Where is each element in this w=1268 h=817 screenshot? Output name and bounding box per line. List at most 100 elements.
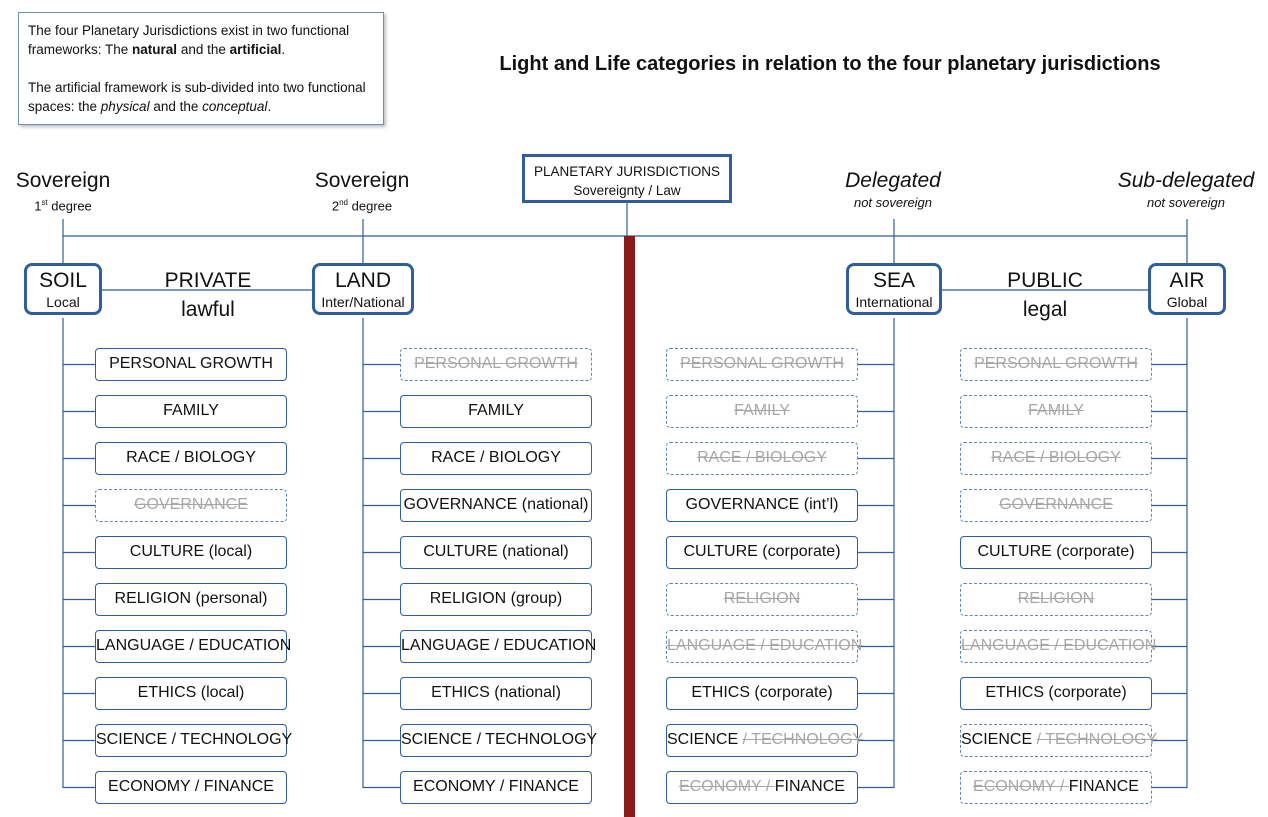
category-label: CULTURE (national) (423, 543, 569, 560)
header-subtitle: 2nd degree (331, 198, 393, 214)
jurisdiction-scope: Inter/National (321, 294, 405, 310)
category-item: LANGUAGE / EDUCATION (95, 630, 291, 663)
category-label: PERSONAL GROWTH (109, 355, 273, 372)
category-label: FAMILY (1028, 402, 1084, 419)
category-label: FINANCE (1068, 778, 1139, 795)
category-label: LANGUAGE / EDUCATION (401, 637, 597, 654)
jurisdiction-scope: Global (1166, 294, 1208, 310)
category-label: PERSONAL GROWTH (974, 355, 1138, 372)
category-label: LANGUAGE / EDUCATION (96, 637, 292, 654)
jurisdiction-name: SEA (872, 269, 916, 292)
category-item: RELIGION (personal) (95, 583, 287, 616)
header-title: Delegated (845, 169, 941, 192)
pair-public: PUBLIC legal (990, 266, 1100, 324)
category-item: GOVERNANCE (95, 489, 287, 522)
jurisdiction-name: AIR (1169, 269, 1205, 292)
header-soil: Sovereign 1st degree (0, 168, 133, 215)
category-label: FAMILY (734, 402, 790, 419)
jurisdiction-soil: SOIL Local (24, 263, 102, 315)
category-item: FAMILY (960, 395, 1152, 428)
category-item: ECONOMY / FINANCE (960, 771, 1152, 804)
category-label: RELIGION (1017, 590, 1095, 607)
pair-subtitle: legal (1022, 298, 1068, 321)
category-label: SCIENCE / TECHNOLOGY (401, 731, 598, 748)
category-label: / TECHNOLOGY (1036, 731, 1158, 748)
category-item: SCIENCE / TECHNOLOGY (960, 724, 1157, 757)
pair-title: PUBLIC (1007, 269, 1083, 292)
category-item: SCIENCE / TECHNOLOGY (400, 724, 597, 757)
jurisdiction-scope: International (855, 294, 933, 310)
category-label: CULTURE (local) (129, 543, 253, 560)
category-item: CULTURE (corporate) (666, 536, 858, 569)
category-item: FAMILY (400, 395, 592, 428)
category-item: RACE / BIOLOGY (666, 442, 858, 475)
category-label: LANGUAGE / EDUCATION (961, 637, 1157, 654)
category-item: LANGUAGE / EDUCATION (666, 630, 862, 663)
category-label: ECONOMY / (973, 778, 1069, 795)
header-title: Sovereign (314, 169, 410, 192)
category-label: FAMILY (163, 402, 219, 419)
category-item: PERSONAL GROWTH (960, 348, 1152, 381)
pair-private: PRIVATE lawful (153, 266, 263, 324)
category-item: CULTURE (national) (400, 536, 592, 569)
jurisdiction-name: LAND (334, 269, 392, 292)
pair-title: PRIVATE (164, 269, 252, 292)
category-item: LANGUAGE / EDUCATION (960, 630, 1156, 663)
header-subtitle: not sovereign (1146, 195, 1226, 210)
category-label: / TECHNOLOGY (742, 731, 864, 748)
root-node-subtitle: Sovereignty / Law (573, 183, 681, 198)
header-title: Sub-delegated (1117, 169, 1255, 192)
category-label: RACE / BIOLOGY (126, 449, 256, 466)
category-label: ETHICS (corporate) (691, 684, 833, 701)
category-label: RELIGION (723, 590, 801, 607)
category-label: ECONOMY / FINANCE (108, 778, 274, 795)
category-item: ETHICS (corporate) (960, 677, 1152, 710)
category-item: RACE / BIOLOGY (960, 442, 1152, 475)
category-label: GOVERNANCE (134, 496, 248, 513)
jurisdiction-land: LAND Inter/National (312, 263, 414, 315)
category-label: RACE / BIOLOGY (697, 449, 827, 466)
category-label: CULTURE (corporate) (977, 543, 1135, 560)
category-label: RELIGION (group) (429, 590, 563, 607)
category-item: ECONOMY / FINANCE (95, 771, 287, 804)
category-label: CULTURE (corporate) (683, 543, 841, 560)
category-item: CULTURE (local) (95, 536, 287, 569)
jurisdiction-scope: Local (46, 294, 80, 310)
category-label: FAMILY (468, 402, 524, 419)
category-label: GOVERNANCE (int’l) (685, 496, 839, 513)
category-item: RELIGION (group) (400, 583, 592, 616)
category-item: RACE / BIOLOGY (400, 442, 592, 475)
category-label: RELIGION (personal) (114, 590, 268, 607)
header-land: Sovereign 2nd degree (292, 168, 432, 215)
root-node: PLANETARY JURISDICTIONS Sovereignty / La… (522, 154, 732, 203)
category-item: SCIENCE / TECHNOLOGY (95, 724, 292, 757)
pair-subtitle: lawful (181, 298, 235, 321)
category-label: PERSONAL GROWTH (680, 355, 844, 372)
category-item: FAMILY (666, 395, 858, 428)
category-label: LANGUAGE / EDUCATION (667, 637, 863, 654)
category-label: ETHICS (corporate) (985, 684, 1127, 701)
category-item: PERSONAL GROWTH (400, 348, 592, 381)
category-item: LANGUAGE / EDUCATION (400, 630, 596, 663)
category-item: ECONOMY / FINANCE (400, 771, 592, 804)
category-item: RELIGION (666, 583, 858, 616)
category-item: GOVERNANCE (int’l) (666, 489, 858, 522)
header-sea: Delegated not sovereign (823, 168, 963, 212)
category-label: GOVERNANCE (999, 496, 1113, 513)
category-item: ETHICS (corporate) (666, 677, 858, 710)
category-label: FINANCE (774, 778, 845, 795)
center-divider (624, 236, 635, 817)
header-subtitle: 1st degree (34, 198, 92, 214)
category-label: SCIENCE / TECHNOLOGY (96, 731, 293, 748)
category-item: FAMILY (95, 395, 287, 428)
category-label: GOVERNANCE (national) (403, 496, 589, 513)
jurisdiction-air: AIR Global (1148, 263, 1226, 315)
category-label: ECONOMY / (679, 778, 775, 795)
category-label: PERSONAL GROWTH (414, 355, 578, 372)
category-label: ETHICS (national) (431, 684, 561, 701)
category-item: PERSONAL GROWTH (95, 348, 287, 381)
category-label: ECONOMY / FINANCE (413, 778, 579, 795)
category-label: RACE / BIOLOGY (431, 449, 561, 466)
root-node-title: PLANETARY JURISDICTIONS (533, 164, 721, 179)
